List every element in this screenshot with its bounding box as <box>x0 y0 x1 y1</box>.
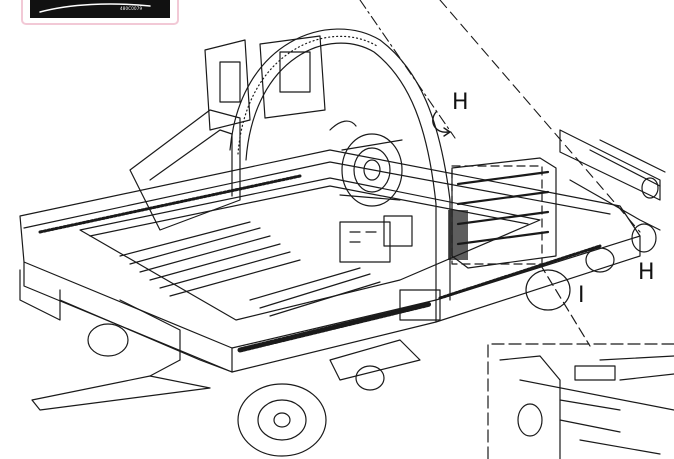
chassis-frame <box>19 149 641 373</box>
leader-lines-top <box>359 0 641 233</box>
wheels <box>87 247 615 457</box>
rear-rollers <box>559 129 666 253</box>
callout-h-top: H <box>452 90 469 115</box>
center-mechanism <box>339 215 441 321</box>
hoop-arch <box>204 28 451 301</box>
film-reel <box>329 120 403 207</box>
lower-structure <box>19 269 421 381</box>
leader-to-inset <box>539 263 591 347</box>
callout-h-right: H <box>638 260 655 285</box>
detail-frame-i <box>451 165 543 265</box>
left-bracket <box>129 109 241 231</box>
logo-badge <box>21 0 179 25</box>
logo-text: 480C0079 <box>120 6 143 11</box>
callout-i: I <box>578 283 585 308</box>
drawbar <box>31 359 211 411</box>
rotation-arrow-icon <box>432 111 451 137</box>
inset-detail <box>487 343 674 459</box>
